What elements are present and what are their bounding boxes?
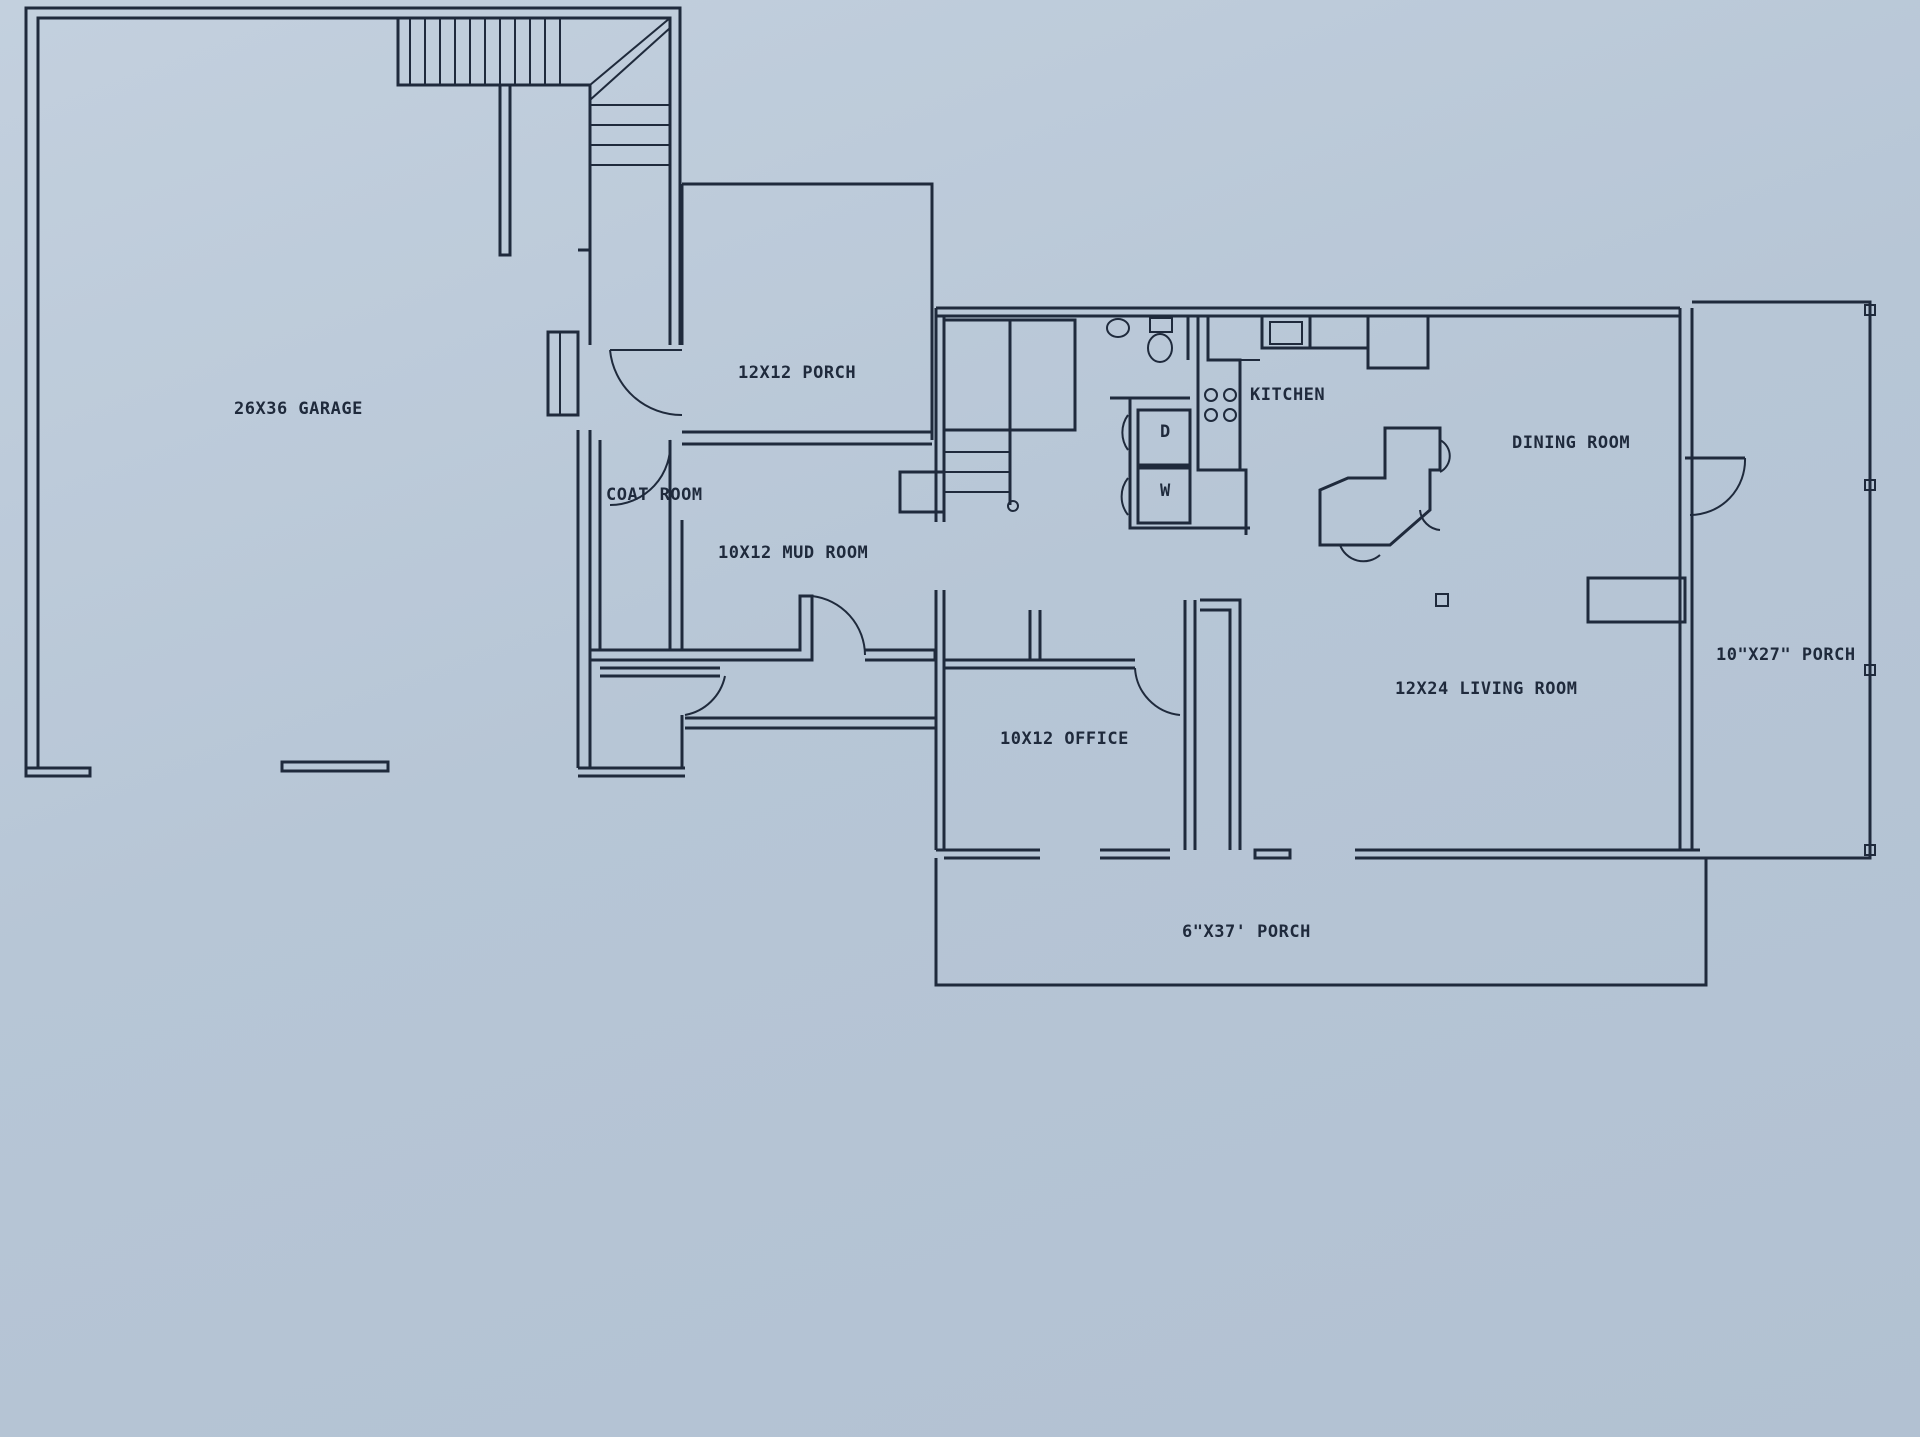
cooktop-icon bbox=[1204, 388, 1237, 422]
dryer-mark: D bbox=[1160, 422, 1171, 442]
label-coat-room: COAT ROOM bbox=[606, 485, 703, 505]
bath-fixtures bbox=[1106, 316, 1190, 363]
label-kitchen: KITCHEN bbox=[1250, 385, 1325, 405]
porch-top-walls bbox=[609, 182, 934, 446]
kitchen-cabinets bbox=[1196, 316, 1430, 535]
washer-icon bbox=[1136, 466, 1192, 525]
interior-stair bbox=[898, 318, 1077, 514]
label-garage: 26X36 GARAGE bbox=[234, 399, 363, 419]
label-porch-right: 10"X27" PORCH bbox=[1716, 645, 1856, 665]
office-walls bbox=[944, 598, 1242, 850]
laundry: D W bbox=[1110, 396, 1250, 530]
label-porch-bottom: 6"X37' PORCH bbox=[1182, 922, 1311, 942]
dryer-icon bbox=[1136, 408, 1192, 467]
label-office: 10X12 OFFICE bbox=[1000, 729, 1129, 749]
garage-walls bbox=[24, 6, 685, 778]
porch-right-walls bbox=[1435, 300, 1876, 860]
garage-stair bbox=[396, 17, 671, 345]
label-dining-room: DINING ROOM bbox=[1512, 433, 1630, 453]
label-living-room: 12X24 LIVING ROOM bbox=[1395, 679, 1578, 699]
label-mud-room: 10X12 MUD ROOM bbox=[718, 543, 868, 563]
kitchen-sink-icon bbox=[1269, 321, 1303, 345]
dining-booth bbox=[1318, 426, 1451, 563]
garage-entry-step bbox=[546, 330, 580, 417]
washer-mark: W bbox=[1160, 481, 1171, 501]
label-porch-top: 12X12 PORCH bbox=[738, 363, 856, 383]
mud-room-walls bbox=[590, 439, 937, 768]
porch-bottom-walls bbox=[934, 858, 1708, 987]
